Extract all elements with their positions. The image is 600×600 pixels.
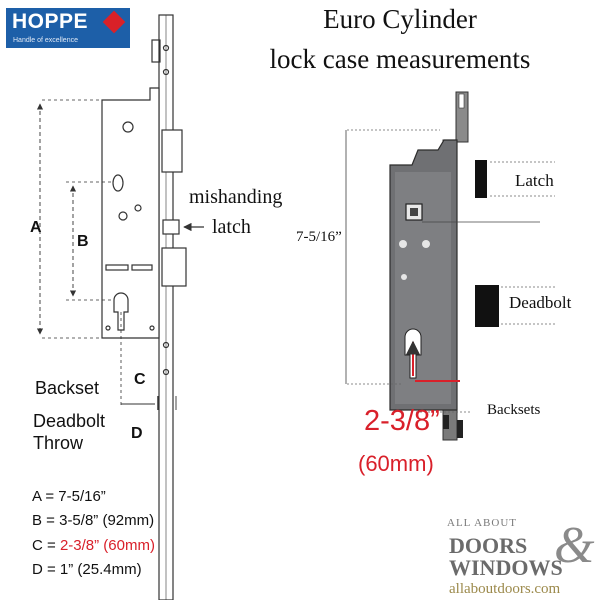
measurement-c-prefix: C = xyxy=(32,537,60,554)
backset-inch-value: 2-3/8” xyxy=(364,405,440,437)
mishanding-label-line-2: latch xyxy=(212,216,251,238)
dimension-label-c: C xyxy=(134,371,146,388)
dimension-label-b: B xyxy=(77,233,89,250)
brand-line-1: ALL ABOUT xyxy=(447,517,518,529)
logo-wordmark: HOPPE xyxy=(12,10,89,33)
deadbolt-label: Deadbolt xyxy=(509,293,572,312)
latch-label: Latch xyxy=(515,171,554,190)
title-line-2: lock case measurements xyxy=(269,44,531,74)
deadbolt-throw-label-line-1: Deadbolt xyxy=(33,411,106,431)
title-line-1: Euro Cylinder xyxy=(323,4,477,34)
height-label: 7-5/16” xyxy=(296,229,342,245)
brand-line-2: DOORS xyxy=(449,533,528,558)
measurement-a: A = 7-5/16” xyxy=(32,488,106,505)
brand-site: allaboutdoors.com xyxy=(449,581,561,597)
measurement-c: C = 2-3/8” (60mm) xyxy=(32,537,155,554)
measurement-b: B = 3-5/8” (92mm) xyxy=(32,512,155,529)
right-lock-drawing xyxy=(345,91,555,441)
mishanding-label-line-1: mishanding xyxy=(189,186,283,208)
measurement-c-value: 2-3/8” (60mm) xyxy=(59,537,155,554)
left-lock-drawing xyxy=(36,14,204,600)
deadbolt-throw-label-line-2: Throw xyxy=(33,433,84,453)
dimension-label-a: A xyxy=(30,219,42,236)
backset-label: Backset xyxy=(35,378,100,398)
logo-tagline: Handle of excellence xyxy=(13,37,78,44)
backsets-label: Backsets xyxy=(487,402,541,418)
dimension-label-d: D xyxy=(131,425,143,442)
hoppe-logo: HOPPE Handle of excellence xyxy=(6,8,130,48)
measurement-d: D = 1” (25.4mm) xyxy=(32,561,142,578)
backset-mm-value: (60mm) xyxy=(358,451,434,476)
brand-ampersand: & xyxy=(554,517,595,574)
brand-line-3: WINDOWS xyxy=(449,555,563,580)
